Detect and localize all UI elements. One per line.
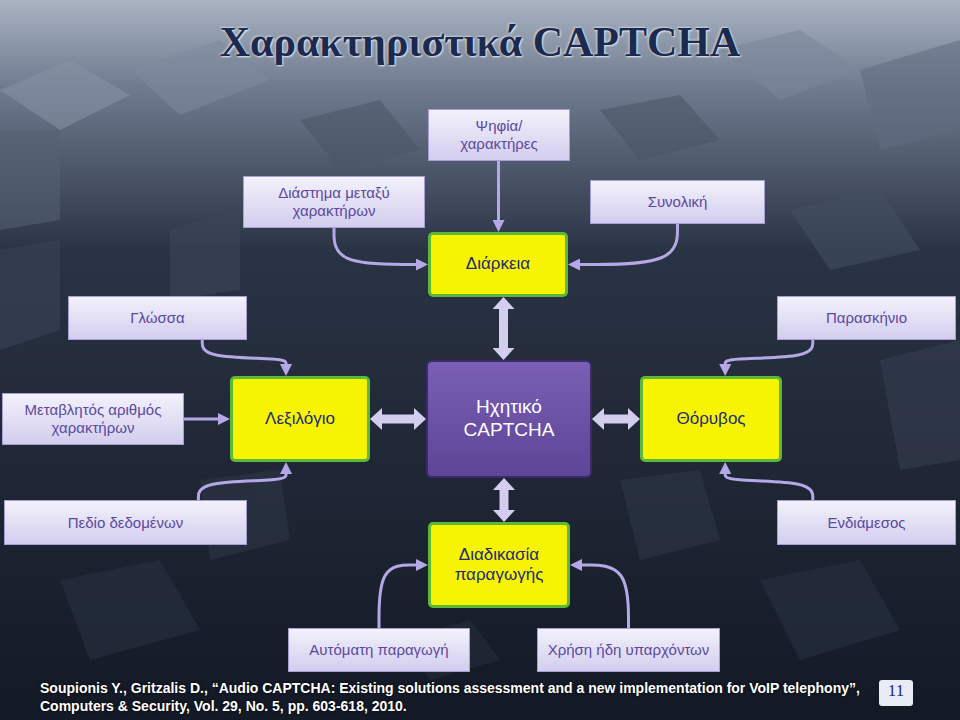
node-text: Χρήση ήδη υπαρχόντων [548,641,710,659]
curved-arrow [198,474,286,500]
double-arrow [500,490,509,510]
node-text: Συνολική [648,193,708,211]
curved-arrow [725,340,813,364]
attribute-box: Αυτόματη παραγωγή [288,628,470,672]
double-arrow [604,415,628,424]
page-number: 11 [881,681,911,701]
attribute-box: Παρασκήνιο [777,296,956,340]
attribute-box: Πεδίο δεδομένων [4,500,247,545]
curved-arrow [334,228,416,265]
curved-arrow [202,340,286,364]
node-text: Διάρκεια [466,254,530,274]
category-box: Διαδικασία παραγωγής [428,522,570,608]
central-box: Ηχητικό CAPTCHA [426,360,592,478]
attribute-box: Ψηφία/ χαρακτήρες [428,109,570,161]
attribute-box: Χρήση ήδη υπαρχόντων [537,628,720,672]
attribute-box: Συνολική [590,180,765,224]
attribute-box: Διάστημα μεταξύ χαρακτήρων [243,176,425,228]
node-text: Διάστημα μεταξύ χαρακτήρων [252,184,416,220]
slide-title: Χαρακτηριστικά CAPTCHA [0,18,960,66]
category-box: Λεξιλόγιο [230,376,370,462]
node-text: Ηχητικό CAPTCHA [436,396,582,442]
attribute-box: Ενδιάμεσος [777,500,956,545]
curved-arrow [582,565,629,628]
curved-arrow [580,224,678,265]
curved-arrow [184,418,218,421]
node-text: Αυτόματη παραγωγή [309,641,448,659]
category-box: Διάρκεια [428,232,568,297]
curved-arrow [497,161,500,221]
cube-blocks [0,30,960,680]
curved-arrow [379,565,416,628]
node-text: Πεδίο δεδομένων [68,514,183,532]
node-text: Θόρυβος [676,409,745,429]
node-text: Μεταβλητός αριθμός χαρακτήρων [11,401,175,437]
double-arrow [382,415,414,424]
attribute-box: Μεταβλητός αριθμός χαρακτήρων [2,393,184,445]
category-box: Θόρυβος [640,376,782,462]
curved-arrow [725,474,813,500]
node-text: Ψηφία/ χαρακτήρες [437,117,561,153]
double-arrow [499,309,508,348]
citation-note: Soupionis Y., Gritzalis D., “Audio CAPTC… [40,679,870,715]
page-number-patch [879,680,913,706]
node-text: Διαδικασία παραγωγής [439,545,559,586]
attribute-box: Γλώσσα [68,296,247,340]
node-text: Γλώσσα [130,309,184,327]
node-text: Παρασκήνιο [826,309,907,327]
node-text: Λεξιλόγιο [265,409,335,429]
node-text: Ενδιάμεσος [827,514,905,532]
